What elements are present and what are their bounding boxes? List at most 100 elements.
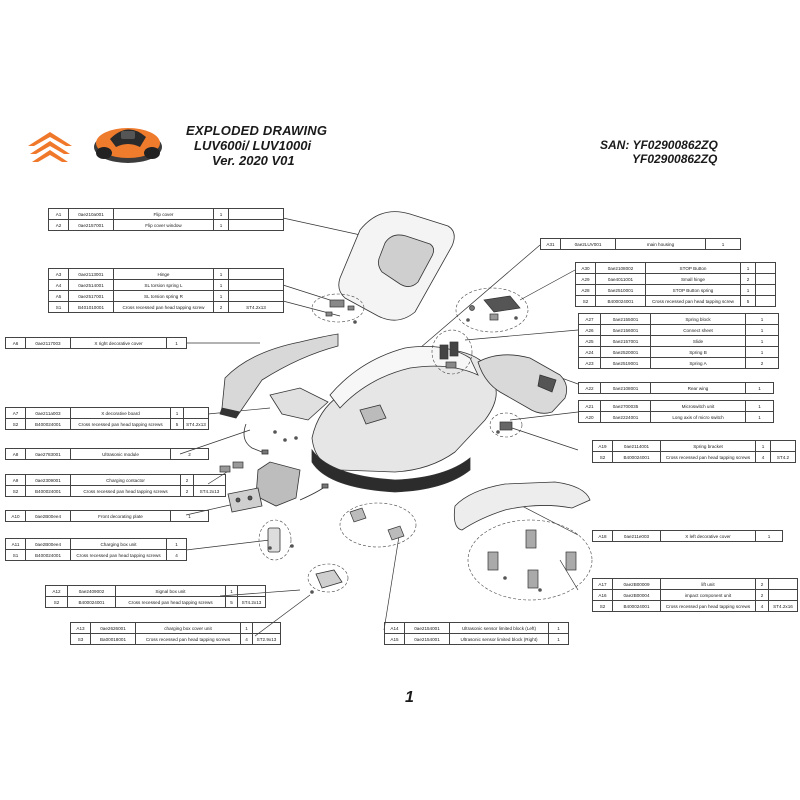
table-cell: ST4.2x16 <box>768 600 798 612</box>
table-cell: Cross recessed pan head tapping screw <box>645 295 741 307</box>
table-cell: 1 <box>745 313 779 325</box>
spring-block-part <box>439 341 459 369</box>
drawing-title: EXPLODED DRAWING <box>186 123 328 138</box>
table-cell: 1 <box>166 337 187 349</box>
table-cell: Ultrasonic module <box>70 448 171 460</box>
table-cell: Ba00018001 <box>90 633 136 645</box>
table-cell: 4 <box>166 549 187 561</box>
table-cell: Cross recessed pan head tapping screws <box>115 596 226 608</box>
table-cell: Flip cover <box>113 208 214 220</box>
table-cell: S2 <box>575 295 596 307</box>
table-cell: 1 <box>166 538 187 550</box>
table-cell: Flip cover window <box>113 219 214 231</box>
table-cell: 1 <box>740 284 756 296</box>
table-cell: B400024001 <box>25 549 71 561</box>
mower-product-image <box>94 128 162 163</box>
table-cell: X left decorative cover <box>660 530 756 542</box>
table-cell: 0ae2520001 <box>600 346 651 358</box>
table-cell: 0ae2B00009 <box>612 578 661 590</box>
table-cell: A29 <box>575 273 596 285</box>
table-cell: A27 <box>578 313 601 325</box>
table-cell <box>755 295 776 307</box>
table-cell: 0ae2114001 <box>612 440 661 452</box>
table-cell: 1 <box>170 407 184 419</box>
table-cell: A13 <box>70 622 91 634</box>
table-cell <box>228 279 284 291</box>
table-cell: 0ae2626001 <box>90 622 136 634</box>
table-cell: 0ae2B00004 <box>612 589 661 601</box>
table-cell: A15 <box>384 633 405 645</box>
table-cell: 1 <box>213 219 229 231</box>
ultrasonic-module-part <box>243 423 329 501</box>
table-cell: 0ae2156001 <box>600 324 651 336</box>
table-cell: impact component unit <box>660 589 756 601</box>
flip-cover-part <box>338 211 455 321</box>
page-number: 1 <box>405 689 414 706</box>
table-cell: 1 <box>755 440 771 452</box>
table-cell: Ultrasonic sensor limited block (Right) <box>449 633 549 645</box>
table-cell: A7 <box>5 407 26 419</box>
table-cell: A18 <box>592 530 613 542</box>
table-cell: Charging box unit <box>70 538 167 550</box>
table-cell: SL torsion spring R <box>113 290 214 302</box>
stop-button-part <box>469 295 521 321</box>
charging-box-cover-part <box>315 569 343 589</box>
microswitch-part <box>499 421 513 431</box>
table-cell: 1 <box>548 622 569 634</box>
table-cell: 2 <box>755 589 769 601</box>
table-cell: STOP Button spring <box>645 284 741 296</box>
table-cell: 0ae211a003 <box>25 407 71 419</box>
table-cell <box>755 284 776 296</box>
table-cell: 0ae210a001 <box>68 208 114 220</box>
table-cell: 0ae2108001 <box>600 382 651 394</box>
table-cell: 1 <box>745 324 779 336</box>
table-cell: B400024001 <box>612 451 661 463</box>
table-cell: A17 <box>592 578 613 590</box>
table-cell: S1 <box>48 301 69 313</box>
table-cell: S2 <box>592 451 613 463</box>
table-cell: A28 <box>575 284 596 296</box>
charging-contactor-part <box>219 461 244 473</box>
table-cell <box>768 578 798 590</box>
table-cell: 0ae211e003 <box>612 530 661 542</box>
table-cell: Small hinge <box>645 273 741 285</box>
table-cell: X right decorative cover <box>70 337 167 349</box>
table-cell: 0ae2113001 <box>68 268 114 280</box>
san-number-1: SAN: YF02900862ZQ <box>600 138 718 152</box>
table-cell: ST4.2x13 <box>237 596 266 608</box>
table-cell: 1 <box>745 400 774 412</box>
table-cell <box>755 273 776 285</box>
main-housing-part <box>311 346 497 493</box>
table-cell: S1 <box>5 549 26 561</box>
table-cell: 2 <box>170 448 209 460</box>
left-decorative-cover-part <box>453 481 591 531</box>
screw-parts <box>268 316 542 594</box>
table-cell: A12 <box>45 585 68 597</box>
table-cell: A23 <box>578 357 601 369</box>
table-cell: Cross recessed pan head tapping screws <box>70 549 167 561</box>
table-cell: Cross recessed pan head tapping screws <box>70 485 181 497</box>
table-cell: A31 <box>540 238 561 250</box>
table-cell: 0ae2224001 <box>600 411 651 423</box>
table-cell: Hinge <box>113 268 214 280</box>
